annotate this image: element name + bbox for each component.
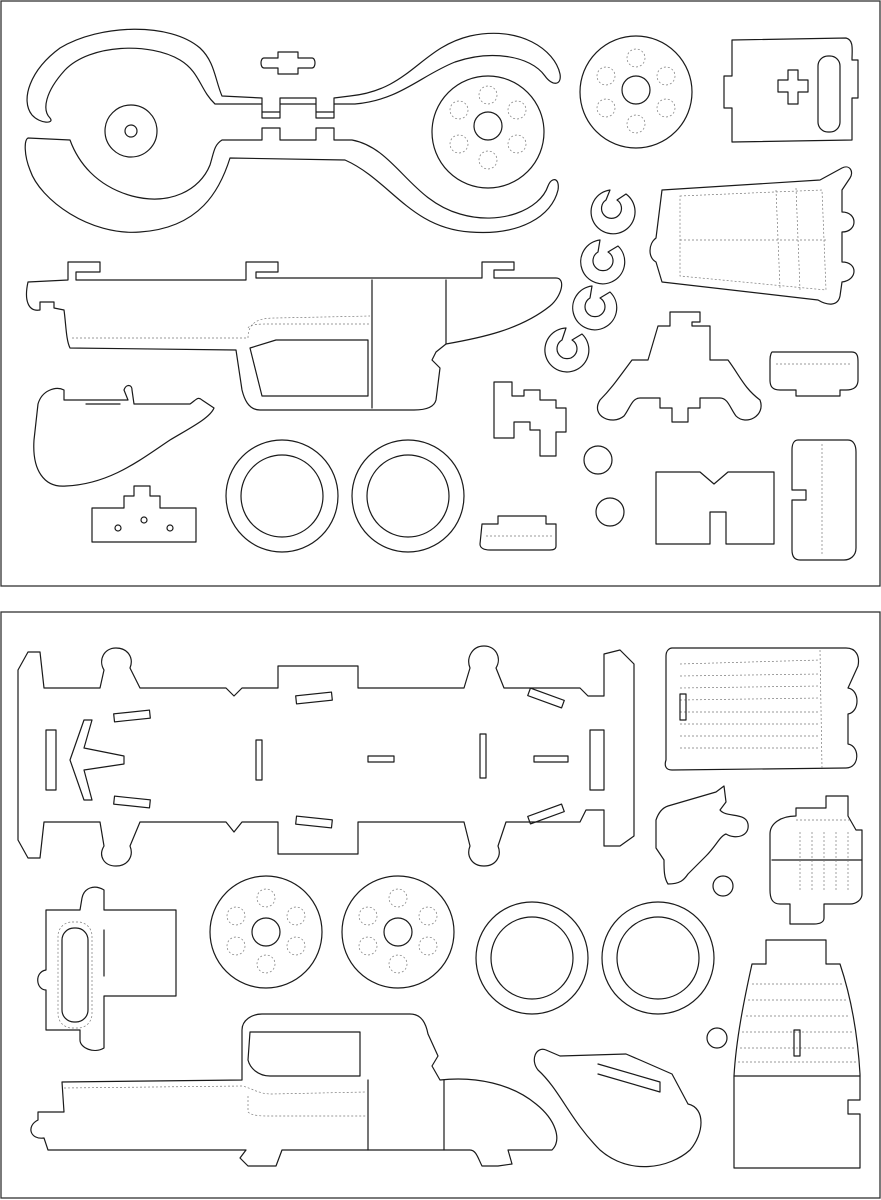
tire-ring-2	[351, 439, 465, 553]
chassis-plate	[17, 645, 635, 867]
tire-ring-3	[475, 901, 589, 1015]
sheet-2	[0, 611, 881, 1199]
joint-piece-1	[493, 381, 567, 457]
peg-3	[712, 875, 734, 897]
sheet-1	[0, 0, 881, 587]
body-side-right	[30, 1013, 558, 1167]
wheel-disc-3	[341, 875, 455, 989]
right-side-strip	[791, 439, 857, 561]
axle-bracket-1	[91, 485, 197, 543]
fender-frame-piece	[24, 28, 561, 234]
c-clips	[544, 189, 636, 373]
tire-ring-4	[601, 901, 715, 1015]
sheet-1-frame	[0, 0, 881, 587]
sheet-2-frame	[0, 611, 881, 1199]
triangle-frame-piece	[597, 311, 762, 423]
wheel-disc-2	[209, 875, 323, 989]
peg-2	[595, 497, 625, 527]
small-block-1	[769, 351, 859, 397]
mudguard-piece-1	[33, 384, 215, 487]
radiator-piece	[723, 37, 859, 143]
door-panel	[37, 886, 177, 1052]
mudguard-piece-2	[533, 1048, 702, 1168]
bumper-tab	[479, 515, 557, 551]
small-connector-piece	[260, 51, 316, 75]
peg-1	[583, 445, 613, 475]
rear-body-column	[733, 939, 861, 1169]
peg-4	[706, 1027, 728, 1049]
body-side-left	[25, 261, 563, 411]
cab-rear-panel	[649, 166, 855, 305]
roof-panel	[664, 647, 860, 771]
wheel-disc-1	[579, 35, 693, 149]
seat-connector-piece	[655, 785, 749, 885]
dashboard-piece	[769, 795, 863, 925]
m-shaped-piece	[655, 471, 775, 545]
tire-ring-1	[225, 439, 339, 553]
